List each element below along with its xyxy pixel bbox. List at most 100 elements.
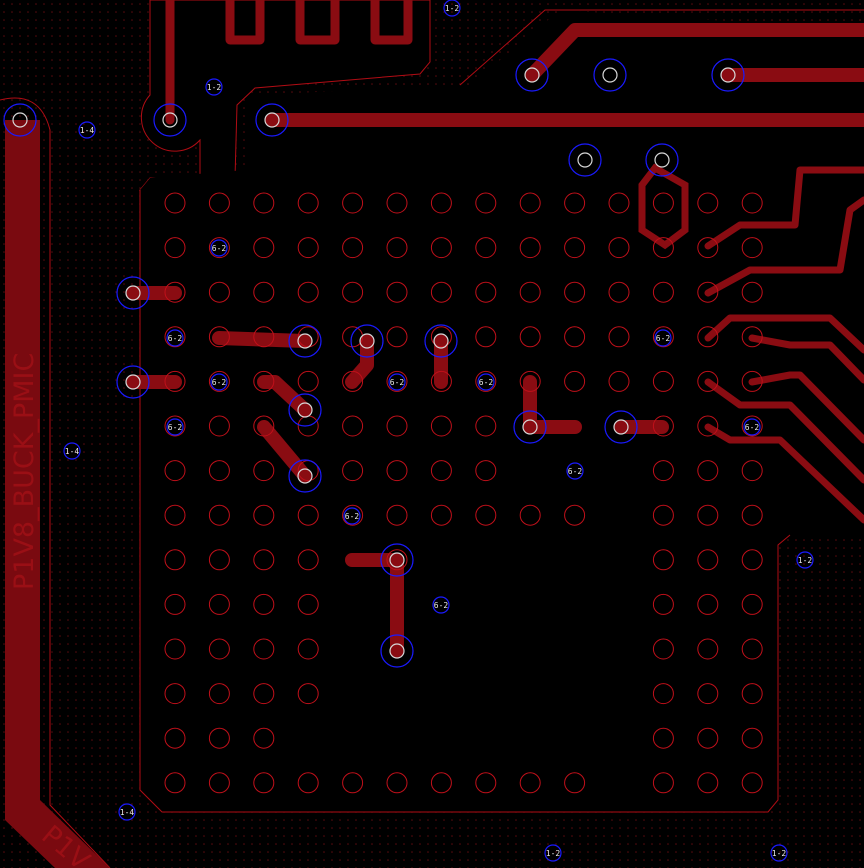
bga-pad — [342, 772, 364, 794]
small-via — [166, 329, 184, 347]
bga-pads — [164, 192, 763, 794]
bga-pad — [164, 192, 186, 214]
via — [424, 324, 458, 358]
bga-pad — [297, 370, 319, 392]
bga-pad — [652, 772, 674, 794]
bga-pad — [253, 281, 275, 303]
bga-pad — [386, 237, 408, 259]
bga-pad — [608, 281, 630, 303]
bga-pad — [697, 460, 719, 482]
bga-pad — [652, 593, 674, 615]
bga-pad — [652, 415, 674, 437]
bga-pad — [475, 460, 497, 482]
bga-pad — [608, 326, 630, 348]
trace-loop — [638, 163, 689, 250]
small-via — [770, 844, 788, 862]
bga-pad — [652, 504, 674, 526]
bga-pad — [253, 638, 275, 660]
via — [288, 393, 322, 427]
bga-pad — [697, 549, 719, 571]
bga-pad — [208, 370, 230, 392]
bga-pad — [697, 237, 719, 259]
bga-pad — [164, 370, 186, 392]
bga-outline — [139, 190, 791, 813]
bga-pad — [208, 237, 230, 259]
small-via — [205, 78, 223, 96]
bga-pad — [741, 237, 763, 259]
trace — [295, 0, 340, 45]
small-via — [210, 373, 228, 391]
bga-pad — [652, 727, 674, 749]
bga-pad — [208, 549, 230, 571]
bga-pad — [430, 326, 452, 348]
bga-pad — [652, 683, 674, 705]
bga-pad — [741, 326, 763, 348]
via-label: 1-2 — [798, 556, 813, 565]
bga-pad — [564, 772, 586, 794]
bga-pad — [386, 281, 408, 303]
via-hole — [162, 112, 178, 128]
via-hole — [433, 333, 449, 349]
trace — [370, 0, 413, 45]
bga-pad — [386, 772, 408, 794]
bga-pad — [253, 549, 275, 571]
via-hole — [125, 285, 141, 301]
via-hole — [297, 402, 313, 418]
bga-pad — [697, 504, 719, 526]
via-hole — [12, 112, 28, 128]
bga-pad — [430, 460, 452, 482]
via — [380, 543, 414, 577]
via — [515, 58, 549, 92]
trace — [345, 334, 374, 389]
via — [116, 276, 150, 310]
via-label: 6-2 — [390, 378, 405, 387]
via-hole — [577, 152, 593, 168]
bga-pad — [475, 281, 497, 303]
bga-pad — [164, 549, 186, 571]
trace — [748, 371, 864, 444]
net-label-p1v8-buck-pmic: P1V8_BUCK_PMIC — [9, 353, 40, 590]
small-via — [477, 373, 495, 391]
bga-pad — [297, 192, 319, 214]
bga-pad — [342, 460, 364, 482]
bga-pad — [741, 727, 763, 749]
bga-pad — [697, 593, 719, 615]
small-via — [743, 418, 761, 436]
bga-pad — [475, 772, 497, 794]
pour-outline-left — [0, 97, 111, 868]
bga-clearance — [140, 10, 864, 812]
bga-pad — [741, 504, 763, 526]
bga-pad — [342, 370, 364, 392]
bga-pad — [164, 683, 186, 705]
via-label: 1-4 — [120, 808, 135, 817]
outline-top-right — [459, 9, 864, 86]
via — [380, 634, 414, 668]
bga-pad — [430, 237, 452, 259]
bga-pad — [253, 326, 275, 348]
bga-pad — [697, 727, 719, 749]
bga-pad — [253, 683, 275, 705]
small-via — [388, 373, 406, 391]
bga-pad — [741, 772, 763, 794]
via — [711, 58, 745, 92]
trace — [212, 331, 312, 348]
via-label: 6-2 — [168, 334, 183, 343]
bga-pad — [164, 326, 186, 348]
bga-pad — [697, 370, 719, 392]
trace — [523, 375, 582, 434]
bga-pad — [253, 460, 275, 482]
bga-pad — [253, 504, 275, 526]
bga-pad — [741, 460, 763, 482]
bga-pad — [697, 281, 719, 303]
bga-pad — [253, 772, 275, 794]
bga-pad — [564, 192, 586, 214]
via-label: 6-2 — [212, 378, 227, 387]
bga-pad — [253, 593, 275, 615]
via-label: 1-2 — [772, 849, 787, 858]
bga-pad — [564, 370, 586, 392]
bga-pad — [164, 593, 186, 615]
via-label: 6-2 — [168, 423, 183, 432]
via-label: 6-2 — [656, 334, 671, 343]
bga-pad — [519, 370, 541, 392]
